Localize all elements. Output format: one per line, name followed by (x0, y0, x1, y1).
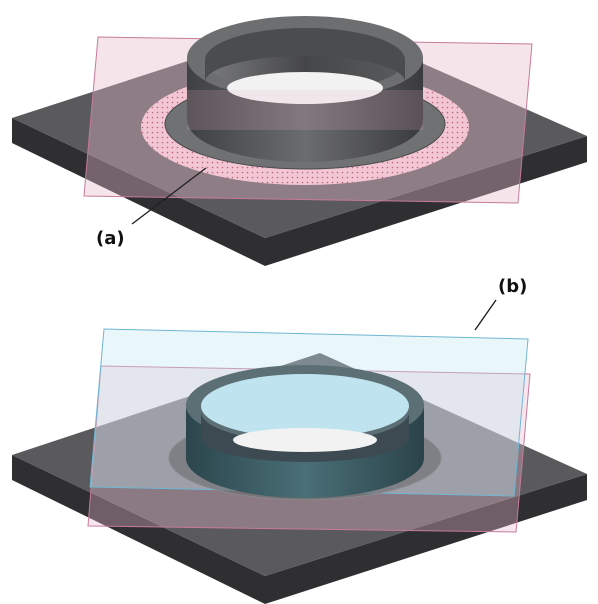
plate-b-side (12, 455, 587, 604)
cylinder-a-hole (227, 72, 383, 104)
leader-b (474, 299, 497, 331)
leader-a (131, 167, 207, 225)
part-a: (a) (12, 16, 587, 266)
cylinder-b-bore (201, 374, 409, 438)
plane-a-overlay (187, 90, 423, 130)
callout-b: (b) (498, 276, 527, 297)
plate-a-side (12, 118, 587, 266)
cylinder-a-bore-shadow (205, 28, 405, 82)
callout-a: (a) (96, 228, 125, 249)
cylinder-b-hole (233, 428, 377, 452)
part-b: (b) (12, 276, 587, 604)
cylinder-a-wall (187, 58, 423, 162)
cylinder-b-bore-lower (201, 412, 409, 462)
